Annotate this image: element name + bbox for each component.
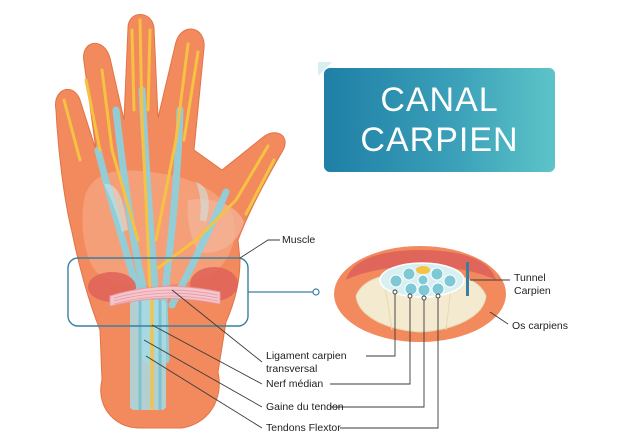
- median-nerve-cross: [416, 266, 430, 274]
- leader-lines: [143, 239, 510, 429]
- ligament-fibers: [113, 289, 219, 305]
- cross-section: [334, 246, 506, 342]
- label-os-carpiens: Os carpiens: [512, 320, 569, 332]
- tunnel-bracket: [466, 262, 469, 296]
- title-card: [324, 68, 555, 172]
- label-ligament-line-1: Ligament carpien: [266, 350, 347, 362]
- page-title: CANAL CARPIEN: [324, 80, 555, 160]
- label-ligament: Ligament carpien transversal: [266, 350, 347, 376]
- tunnel-tendons: [389, 267, 457, 297]
- label-muscle: Muscle: [282, 234, 316, 246]
- hand-illustration: [55, 14, 286, 429]
- title-line-1: CANAL: [380, 81, 499, 119]
- title-line-2: CARPIEN: [360, 121, 519, 159]
- forearm-tendons: [130, 300, 166, 410]
- label-tendons-flextor: Tendons Flextor: [266, 422, 341, 434]
- label-ligament-line-2: transversal: [266, 363, 318, 375]
- zoom-connector: [248, 288, 320, 296]
- label-tunnel-carpien: Tunnel Carpien: [514, 272, 551, 298]
- leader-dots: [392, 289, 441, 301]
- label-gaine-tendon: Gaine du tendon: [266, 401, 344, 413]
- tendon-sheath-tint: [104, 182, 209, 232]
- label-tunnel-line-1: Tunnel: [514, 272, 546, 284]
- label-tunnel-line-2: Carpien: [514, 285, 551, 297]
- label-nerf-median: Nerf médian: [266, 378, 324, 390]
